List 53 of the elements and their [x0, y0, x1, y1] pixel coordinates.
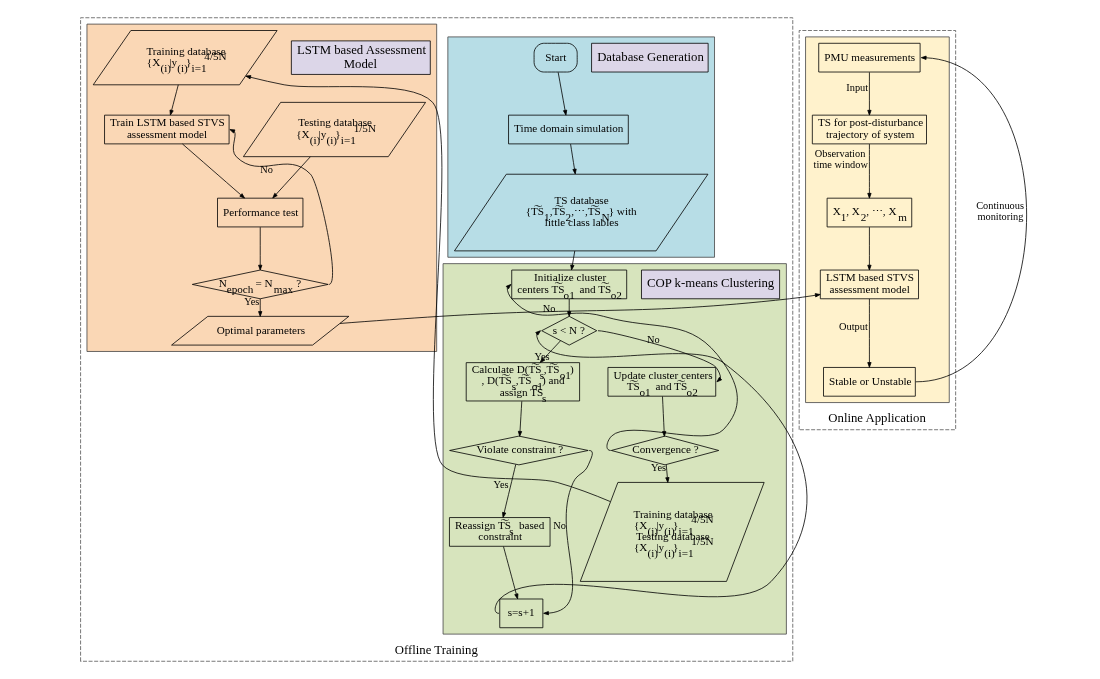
edge-label: No [646, 333, 660, 345]
node-box: Performance test [216, 197, 303, 228]
arrow [569, 250, 575, 271]
edge-label: Yes [492, 478, 509, 490]
edge-label: No [552, 519, 566, 531]
node-box: Time domain simulation [507, 114, 629, 145]
arrow [542, 450, 593, 616]
arrow [866, 143, 871, 199]
arrow [517, 400, 522, 437]
arrow [501, 464, 516, 518]
cluster [804, 36, 950, 403]
cluster [86, 23, 437, 352]
node-box: Stable or Unstable [822, 367, 916, 397]
arrow [181, 143, 245, 199]
arrow [271, 156, 311, 199]
edge-label: No [259, 164, 273, 176]
arrow [505, 284, 738, 451]
node-box: Start [533, 42, 578, 73]
node-box: PMU measurements [817, 42, 920, 73]
node-box: LSTM based Assessment Model [290, 40, 431, 75]
arrow [914, 55, 1027, 383]
node-box: Database Generation [590, 42, 709, 73]
arrow [339, 293, 821, 324]
arrow [597, 330, 722, 383]
node-box: Train LSTM based STVS assessment model [103, 114, 229, 145]
edge-label: No [542, 302, 555, 314]
arrow [569, 143, 577, 175]
arrow [866, 226, 871, 271]
arrow [664, 464, 669, 483]
edge-label: Yes [534, 350, 550, 362]
node-diamond: s < N ? [540, 315, 597, 346]
edge-label: Continuous monitoring [975, 199, 1024, 223]
arrow [539, 340, 561, 363]
arrow [229, 129, 333, 285]
arrow [866, 298, 871, 368]
cluster [446, 36, 715, 258]
arrow [502, 546, 518, 600]
node-box: s=s+1 [498, 598, 543, 629]
arrow [257, 298, 262, 317]
edge-label: Observation time window [813, 148, 868, 171]
arrow [244, 75, 611, 502]
arrow [257, 226, 262, 271]
arrow [557, 71, 567, 116]
node-box: COP k-means Clustering [640, 269, 780, 300]
edge-label: Input [845, 81, 868, 93]
edge-label: Output [838, 321, 868, 333]
arrow [494, 330, 807, 614]
arrow [661, 396, 666, 437]
node-box: LSTM based STVS assessment model [819, 269, 919, 300]
node-box: TS for post-disturbance trajectory of system [811, 114, 927, 145]
arrow [866, 71, 871, 116]
arrow [169, 84, 179, 116]
node-diamond: Violate constraint ? [448, 435, 589, 466]
